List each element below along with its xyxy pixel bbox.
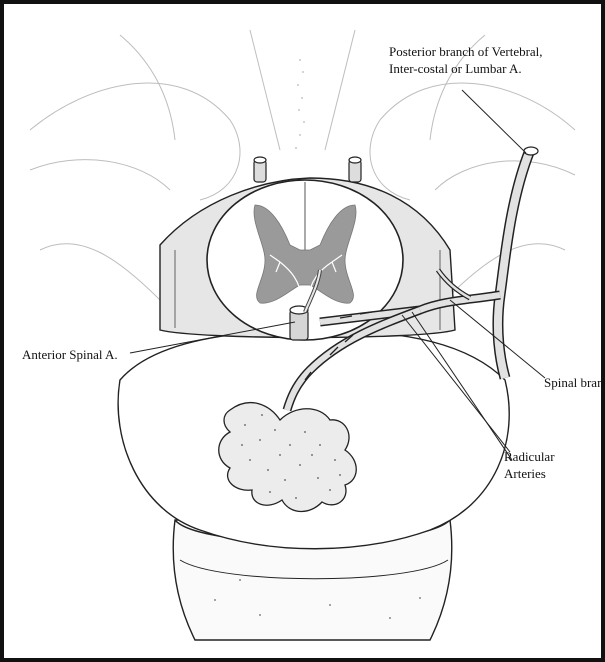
posterior-branch-label-line1: Posterior branch of Vertebral, <box>389 43 543 60</box>
anterior-spinal-label: Anterior Spinal A. <box>22 346 118 363</box>
spinous-process-dots <box>295 59 305 149</box>
spinal-branch-label: Spinal branch <box>544 374 605 391</box>
radicular-label-line1: Radicular <box>504 448 555 465</box>
posterior-branch-artery <box>498 147 538 378</box>
radicular-arteries-label: Radicular Arteries <box>504 448 555 482</box>
posterior-branch-label: Posterior branch of Vertebral, Inter-cos… <box>389 43 543 77</box>
radicular-label-line2: Arteries <box>504 465 555 482</box>
posterior-branch-label-line2: Inter-costal or Lumbar A. <box>389 60 543 77</box>
